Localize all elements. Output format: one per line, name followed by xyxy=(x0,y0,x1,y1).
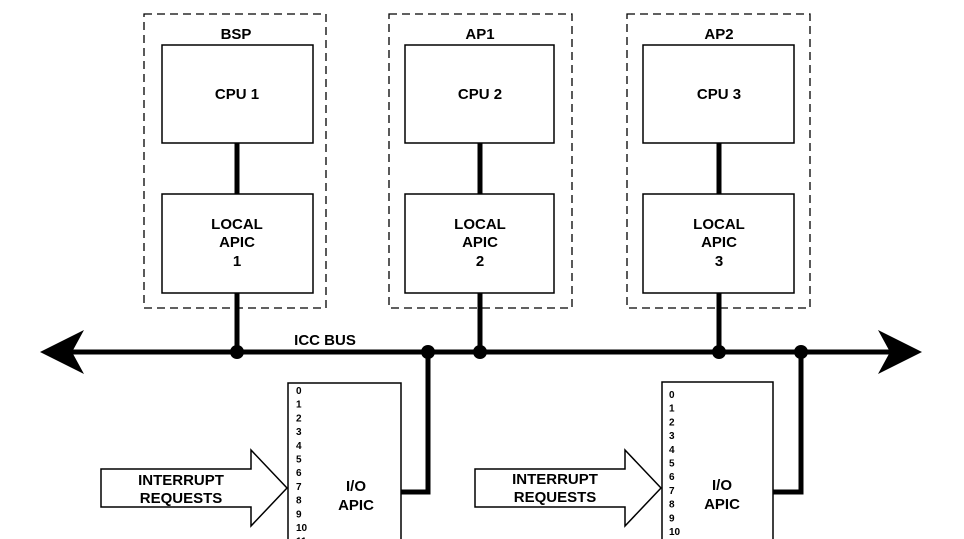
io-apic-2-line1: I/O xyxy=(712,477,732,494)
io-apic-1: 0 1 2 3 4 5 6 7 8 9 10 11 I/O APIC INTERRUPT REQUES… xyxy=(100,352,431,539)
interrupt-requests-2-line2: REQUESTS xyxy=(514,489,597,506)
io-apic-2-input-3: 3 xyxy=(669,431,675,442)
io-apic-2: 0 1 2 3 4 5 6 7 8 9 10 I/O APIC INTERRUPT REQUESTS xyxy=(474,352,804,539)
local-apic-2-line3: 2 xyxy=(476,253,484,270)
io-apic-1-input-list: 0 1 2 3 4 5 6 7 8 9 10 11 xyxy=(296,386,308,539)
io-apic-1-bus-link xyxy=(401,352,431,495)
interrupt-requests-1-line1: INTERRUPT xyxy=(138,472,224,489)
io-apic-2-input-4: 4 xyxy=(669,445,675,456)
io-apic-1-input-8: 8 xyxy=(296,496,302,507)
io-apic-1-box xyxy=(287,382,402,539)
io-apic-2-input-5: 5 xyxy=(669,459,675,470)
bus-node-apic-3 xyxy=(712,345,726,359)
icc-bus-label: ICC BUS xyxy=(294,332,356,349)
processor-group-ap2: AP2 CPU 3 LOCAL APIC 3 xyxy=(626,13,811,309)
processor-group-ap1: AP1 CPU 2 LOCAL APIC 2 xyxy=(388,13,573,309)
io-apic-1-input-5: 5 xyxy=(296,455,302,466)
local-apic-2-box xyxy=(404,193,555,294)
local-apic-3-box xyxy=(642,193,795,294)
io-apic-2-input-0: 0 xyxy=(669,390,675,401)
cpu-2-label: CPU 2 xyxy=(458,86,502,103)
io-apic-2-line2: APIC xyxy=(704,496,740,513)
io-apic-2-input-list: 0 1 2 3 4 5 6 7 8 9 10 xyxy=(669,390,681,538)
io-apic-1-input-10: 10 xyxy=(296,523,308,534)
io-apic-2-input-2: 2 xyxy=(669,417,675,428)
interrupt-requests-2-line1: INTERRUPT xyxy=(512,471,598,488)
local-apic-2-line1: LOCAL xyxy=(454,216,506,233)
io-apic-2-input-7: 7 xyxy=(669,486,675,497)
io-apic-1-input-0: 0 xyxy=(296,386,302,397)
bus-left-arrowhead xyxy=(40,330,84,374)
io-apic-1-input-9: 9 xyxy=(296,509,302,520)
cpu-3-label: CPU 3 xyxy=(697,86,741,103)
local-apic-3-line1: LOCAL xyxy=(693,216,745,233)
io-apic-2-input-8: 8 xyxy=(669,500,675,511)
io-apic-1-input-1: 1 xyxy=(296,400,302,411)
processor-group-bsp: BSP CPU 1 LOCAL APIC 1 xyxy=(143,13,327,309)
cpu-2-box xyxy=(404,44,555,144)
icc-bus: ICC BUS xyxy=(40,330,922,374)
interrupt-requests-1-arrow xyxy=(100,448,289,528)
bsp-label: BSP xyxy=(221,26,252,43)
io-apic-1-input-2: 2 xyxy=(296,413,302,424)
io-apic-1-input-7: 7 xyxy=(296,482,302,493)
io-apic-1-input-6: 6 xyxy=(296,468,302,479)
local-apic-3-line2: APIC xyxy=(701,234,737,251)
ap1-label: AP1 xyxy=(465,26,494,43)
ap2-boundary xyxy=(626,13,811,309)
io-apic-2-bus-link xyxy=(773,352,804,495)
local-apic-2-line2: APIC xyxy=(462,234,498,251)
interrupt-requests-2-arrow xyxy=(474,448,663,528)
local-apic-1-line2: APIC xyxy=(219,234,255,251)
io-apic-2-input-1: 1 xyxy=(669,404,675,415)
local-apic-3-line3: 3 xyxy=(715,253,723,270)
io-apic-1-input-4: 4 xyxy=(296,441,302,452)
io-apic-1-line2: APIC xyxy=(338,497,374,514)
bus-right-arrowhead xyxy=(878,330,922,374)
io-apic-2-input-6: 6 xyxy=(669,472,675,483)
io-apic-1-input-3: 3 xyxy=(296,427,302,438)
io-apic-2-input-10: 10 xyxy=(669,527,681,538)
io-apic-2-box xyxy=(661,381,774,539)
interrupt-requests-1-line2: REQUESTS xyxy=(140,490,223,507)
local-apic-1-line1: LOCAL xyxy=(211,216,263,233)
bus-node-apic-1 xyxy=(230,345,244,359)
cpu-1-label: CPU 1 xyxy=(215,86,259,103)
io-apic-1-input-11: 11 xyxy=(296,537,307,539)
bus-node-apic-2 xyxy=(473,345,487,359)
io-apic-1-line1: I/O xyxy=(346,478,366,495)
local-apic-1-box xyxy=(161,193,314,294)
cpu-3-box xyxy=(642,44,795,144)
local-apic-1-line3: 1 xyxy=(233,253,241,270)
io-apic-2-input-9: 9 xyxy=(669,513,675,524)
ap1-boundary xyxy=(388,13,573,309)
ap2-label: AP2 xyxy=(704,26,733,43)
